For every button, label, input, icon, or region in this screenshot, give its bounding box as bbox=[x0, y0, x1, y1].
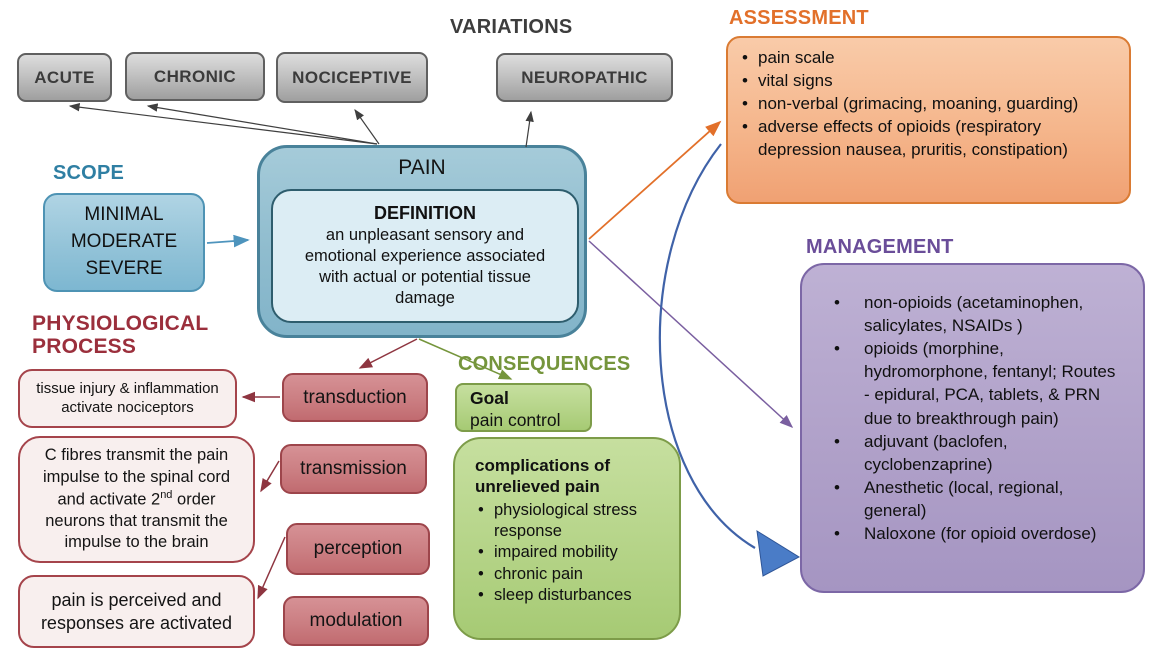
pain-label: PAIN bbox=[398, 156, 446, 179]
process-step-transmission: transmission bbox=[280, 444, 427, 494]
transmission-description-box: C fibres transmit the pain impulse to th… bbox=[18, 436, 255, 563]
definition-title: DEFINITION bbox=[374, 203, 476, 224]
management-heading: MANAGEMENT bbox=[806, 236, 954, 258]
arrow-perception-to-description bbox=[257, 536, 286, 600]
scope-level: SEVERE bbox=[85, 257, 163, 279]
process-step-transduction: transduction bbox=[282, 373, 428, 422]
definition-text: an unpleasant sensory and emotional expe… bbox=[304, 226, 546, 307]
arrow-pain-to-acute bbox=[68, 103, 378, 145]
arrow-pain-to-neuropathic bbox=[525, 110, 534, 148]
variation-box-acute: ACUTE bbox=[17, 53, 112, 102]
complications-box: complications of unrelieved pain physiol… bbox=[453, 437, 681, 640]
scope-levels: MINIMAL MODERATE SEVERE bbox=[71, 202, 177, 283]
management-item: opioids (morphine, hydromorphone, fentan… bbox=[816, 337, 1125, 429]
transduction-description: tissue injury & inflammation activate no… bbox=[36, 380, 219, 416]
complication-item: physiological stress response bbox=[475, 500, 669, 543]
management-item: adjuvant (baclofen, cyclobenzaprine) bbox=[816, 430, 1125, 476]
complication-item: sleep disturbances bbox=[475, 585, 669, 607]
perception-description-box: pain is perceived and responses are acti… bbox=[18, 575, 255, 648]
perception-description: pain is perceived and responses are acti… bbox=[40, 590, 233, 633]
scope-heading: SCOPE bbox=[53, 162, 125, 184]
arrow-transmission-to-description bbox=[260, 460, 280, 493]
assessment-box: pain scalevital signsnon-verbal (grimaci… bbox=[726, 36, 1131, 204]
physiological-process-heading: PHYSIOLOGICAL PROCESS bbox=[32, 312, 209, 359]
management-box: non-opioids (acetaminophen, salicylates,… bbox=[800, 263, 1145, 593]
arrow-pain-to-nociceptive bbox=[354, 109, 380, 145]
definition-box: DEFINITION an unpleasant sensory and emo… bbox=[271, 189, 579, 323]
arrow-pain-to-chronic bbox=[146, 103, 378, 145]
goal-text: pain control bbox=[470, 409, 561, 430]
assessment-item: vital signs bbox=[736, 69, 1121, 92]
assessment-list: pain scalevital signsnon-verbal (grimaci… bbox=[736, 46, 1121, 162]
process-step-perception: perception bbox=[286, 523, 430, 575]
scope-box: MINIMAL MODERATE SEVERE bbox=[43, 193, 205, 292]
assessment-item: non-verbal (grimacing, moaning, guarding… bbox=[736, 92, 1121, 115]
management-item: Naloxone (for opioid overdose) bbox=[816, 522, 1125, 545]
variation-box-nociceptive: NOCICEPTIVE bbox=[276, 52, 428, 103]
consequences-heading: CONSEQUENCES bbox=[458, 353, 631, 375]
transmission-description: C fibres transmit the pain impulse to th… bbox=[42, 446, 231, 552]
assessment-item: adverse effects of opioids (respiratory … bbox=[736, 115, 1121, 161]
management-list: non-opioids (acetaminophen, salicylates,… bbox=[816, 291, 1125, 545]
management-item: non-opioids (acetaminophen, salicylates,… bbox=[816, 291, 1125, 337]
assessment-item: pain scale bbox=[736, 46, 1121, 69]
complication-item: chronic pain bbox=[475, 564, 669, 586]
ordinal-superscript: nd bbox=[160, 489, 173, 502]
arrow-scope-to-pain bbox=[206, 234, 250, 248]
process-step-modulation: modulation bbox=[283, 596, 429, 646]
assessment-heading: ASSESSMENT bbox=[729, 7, 869, 29]
variation-box-neuropathic: NEUROPATHIC bbox=[496, 53, 673, 102]
transduction-description-box: tissue injury & inflammation activate no… bbox=[18, 369, 237, 428]
arrow-pain-to-assessment bbox=[588, 120, 722, 240]
management-item: Anesthetic (local, regional, general) bbox=[816, 476, 1125, 522]
goal-label: Goal bbox=[470, 388, 509, 408]
complications-list: physiological stress responseimpaired mo… bbox=[475, 500, 669, 608]
complications-title: complications of unrelieved pain bbox=[475, 456, 611, 497]
arrow-pain-to-management bbox=[588, 240, 794, 429]
flow-curve-arrowhead bbox=[756, 530, 801, 577]
variation-box-chronic: CHRONIC bbox=[125, 52, 265, 101]
variations-heading: VARIATIONS bbox=[450, 16, 573, 38]
arrow-pain-to-transduction bbox=[358, 338, 418, 369]
goal-box: Goal pain control bbox=[455, 383, 592, 432]
scope-level: MINIMAL bbox=[84, 204, 164, 226]
pain-box: PAIN DEFINITION an unpleasant sensory an… bbox=[257, 145, 587, 338]
complication-item: impaired mobility bbox=[475, 542, 669, 564]
scope-level: MODERATE bbox=[70, 231, 178, 253]
